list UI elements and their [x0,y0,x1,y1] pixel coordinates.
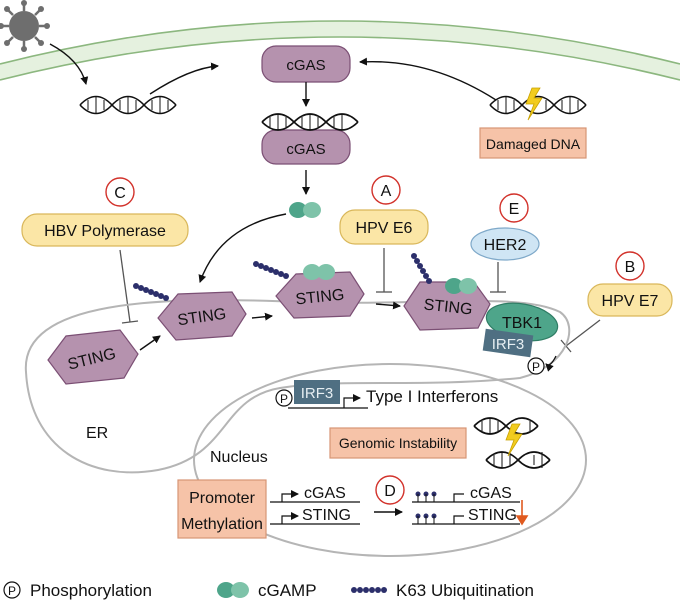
gene-cgas-silenced: cGAS [412,485,520,503]
genomic-instability-box: Genomic Instability [329,427,467,459]
svg-text:B: B [625,259,636,276]
gene-sting-active-label: STING [302,507,351,524]
cgamp-molecule [289,202,321,218]
legend: P Phosphorylation cGAMP K63 Ubiquitinati… [3,581,534,600]
down-arrow-icon [515,500,529,526]
cgas-protein: cGAS [261,45,351,83]
irf3-cytoplasmic: IRF3 [482,328,534,358]
svg-text:cGAMP: cGAMP [258,581,317,600]
hbv-inhibition-line [119,249,139,324]
svg-text:P: P [8,584,16,598]
svg-text:Methylation: Methylation [181,516,263,533]
svg-text:cGAS: cGAS [470,485,512,502]
svg-text:P: P [532,360,540,374]
svg-text:STING: STING [423,296,473,318]
marker-b: B [615,251,645,281]
svg-text:STING: STING [468,507,517,524]
svg-text:STING: STING [295,286,345,308]
virus-icon [0,0,50,52]
marker-e: E [499,193,529,223]
svg-text:Promoter: Promoter [189,490,255,507]
phosphorylation-arrow [545,355,557,372]
legend-phosphorylation: P Phosphorylation [3,581,152,600]
nucleus-label: Nucleus [210,449,268,466]
er-membrane [24,299,571,474]
hpv-e7-box: HPV E7 [587,283,673,317]
svg-text:A: A [381,183,392,200]
damaged-dna-to-cgas-arrow [359,57,497,101]
hpv-e7-label: HPV E7 [602,293,659,310]
legend-cgamp: cGAMP [217,581,317,600]
er-label: ER [86,425,108,442]
cgas-label: cGAS [286,57,325,74]
sting2-to-sting3-arrow [251,312,273,321]
her2-label: HER2 [484,237,527,254]
gene-sting-silenced: STING [412,507,520,525]
gene-sting-active [270,512,360,525]
damaged-dna-icon [489,87,587,121]
marker-c: C [105,177,135,207]
cell-membrane [0,20,680,81]
svg-text:K63 Ubiquitination: K63 Ubiquitination [396,581,534,600]
sting1-to-sting2-arrow [139,335,161,351]
legend-k63-ubiquitination: K63 Ubiquitination [351,581,534,600]
sting-protein-4: STING [403,278,491,331]
her2-inhibition-line [490,262,506,293]
hbv-polymerase-label: HBV Polymerase [44,223,166,240]
viral-dna-to-cgas-arrow [149,62,219,95]
virus-entry-arrow [49,43,89,85]
sting-protein-1: STING [47,329,139,385]
marker-d: D [375,475,405,505]
svg-text:STING: STING [177,306,228,330]
hpv-e7-inhibition-line [560,319,601,353]
sting3-to-sting4-arrow [375,301,401,310]
gene-cgas-active [270,490,360,503]
irf3-nuclear: P IRF3 [275,380,340,407]
svg-text:P: P [280,392,288,406]
irf3-phosphorylation-marker: P [527,357,545,375]
cgas-bound-label: cGAS [286,141,325,158]
cgamp-to-sting-arrow [198,213,287,283]
svg-text:D: D [384,483,396,500]
svg-text:Phosphorylation: Phosphorylation [30,581,152,600]
svg-text:C: C [114,185,126,202]
damaged-dna-label: Damaged DNA [486,136,581,152]
viral-dna-icon [79,95,177,115]
ubiquitin-chain-2 [253,261,289,279]
sting-protein-3: STING [275,264,365,319]
svg-text:IRF3: IRF3 [492,336,525,353]
genomic-instability-label: Genomic Instability [339,435,457,451]
marker-a: A [371,175,401,205]
nucleus-envelope [193,363,587,557]
hpv-e6-label: HPV E6 [356,220,413,237]
promoter-methylation-box: Promoter Methylation [177,479,267,539]
hpv-e6-inhibition-line [376,248,392,293]
sting-protein-2: STING [157,291,247,341]
broken-dna-icon [473,417,551,469]
hbv-polymerase-box: HBV Polymerase [21,213,189,247]
ubiquitin-chain-3 [411,253,432,284]
hpv-e6-box: HPV E6 [339,209,429,245]
svg-text:IRF3: IRF3 [301,385,334,402]
cgas-dna-complex: cGAS [261,113,359,165]
tbk1-label: TBK1 [502,315,542,332]
ubiquitin-chain-1 [133,283,169,301]
gene-cgas-active-label: cGAS [304,485,346,502]
svg-text:E: E [509,201,520,218]
type-i-interferons-label: Type I Interferons [366,387,498,406]
her2-box: HER2 [470,227,540,261]
gene-promoter-arrow-ifn [288,394,368,409]
damaged-dna-box: Damaged DNA [479,127,587,159]
